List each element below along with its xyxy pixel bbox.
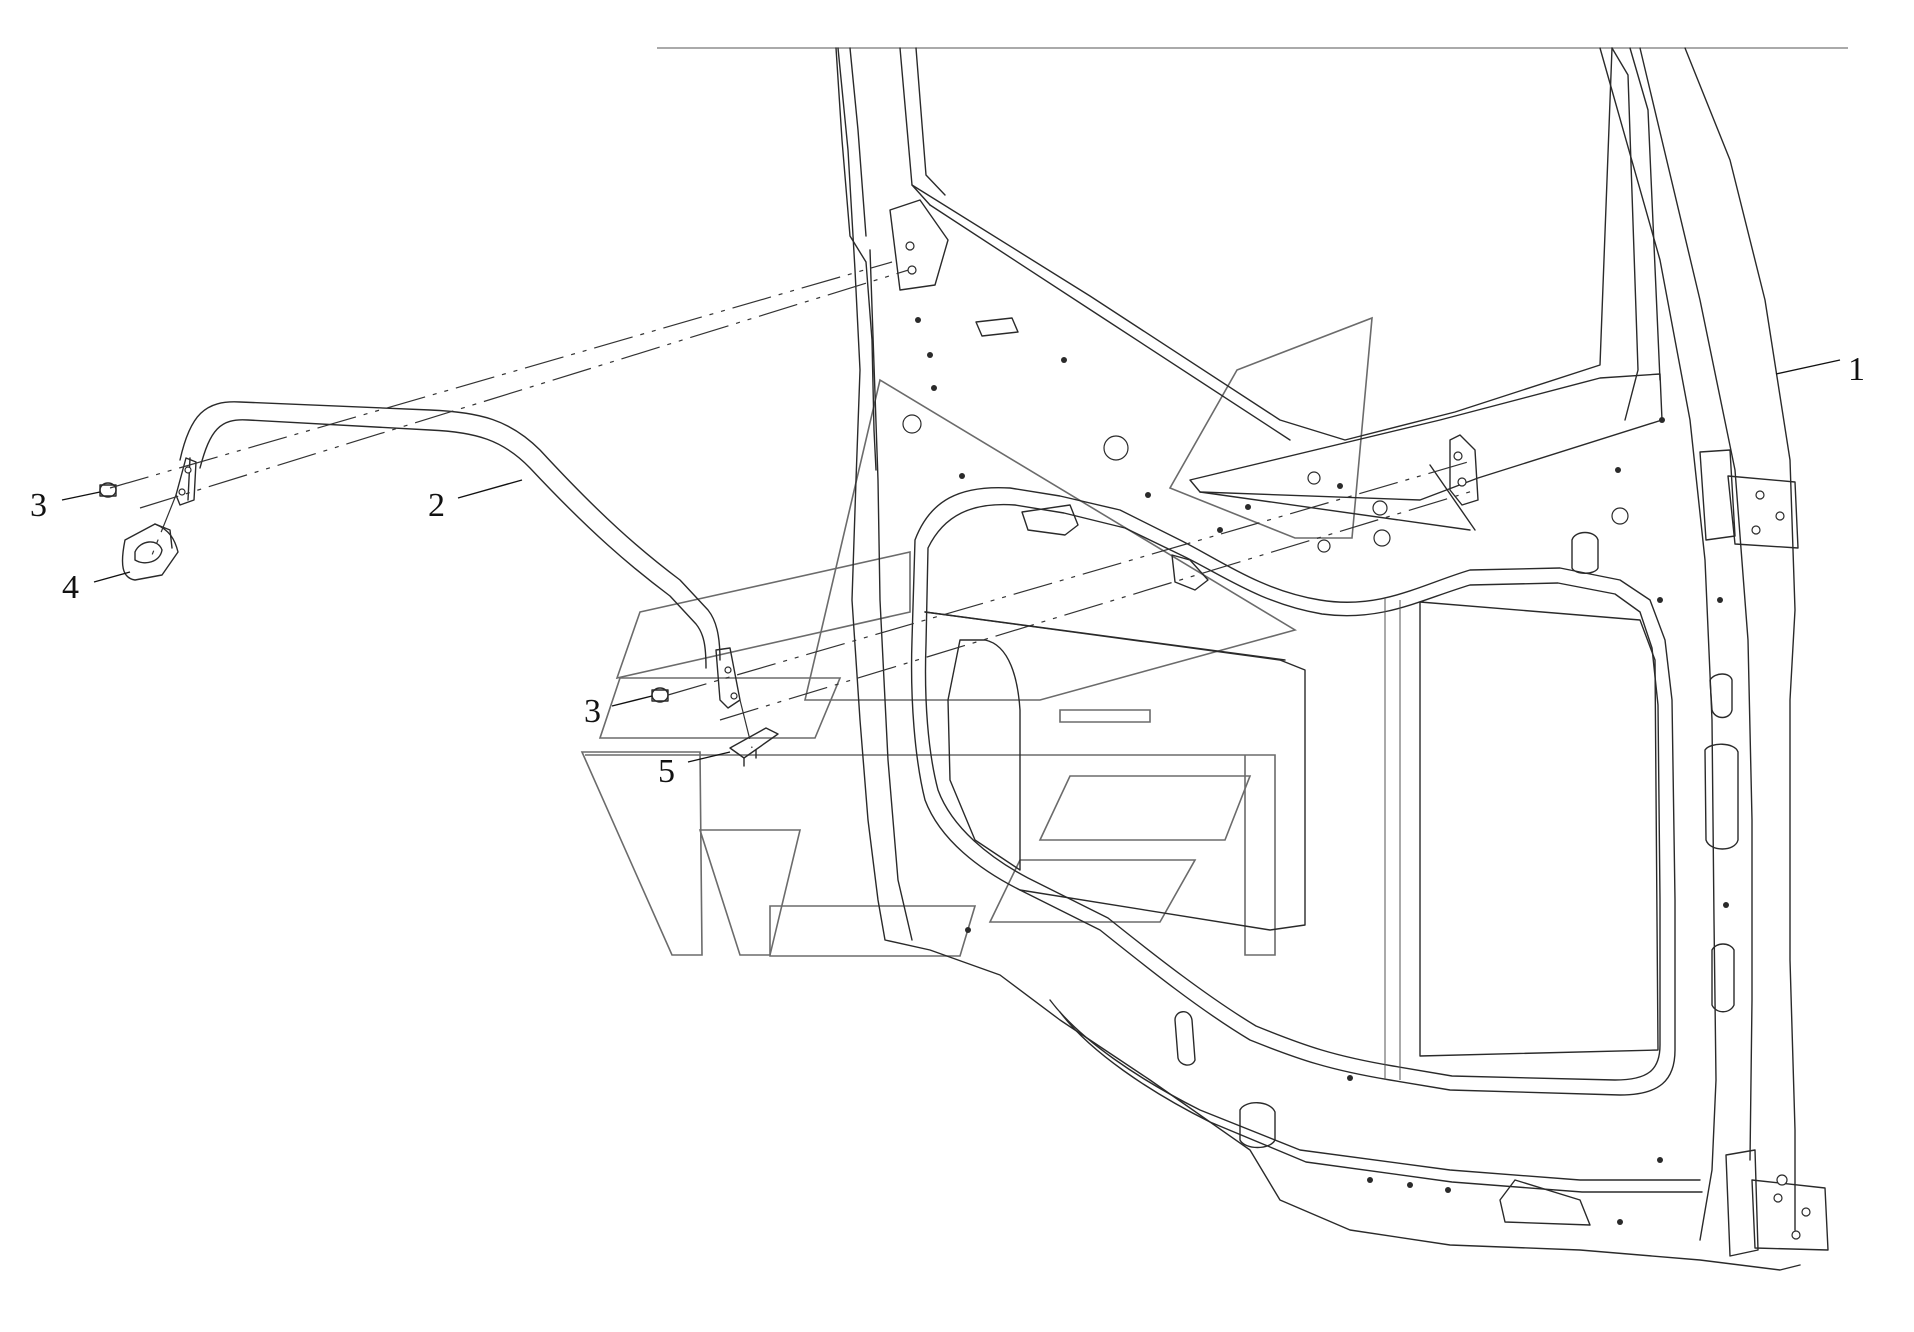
- svg-text:4: 4: [62, 569, 79, 606]
- upper-cover: [121, 523, 179, 581]
- callout-2: 2: [428, 479, 523, 524]
- callout-4: 4: [62, 569, 131, 606]
- svg-text:2: 2: [428, 487, 445, 524]
- callout-3-lower: 3: [584, 693, 653, 730]
- bolt-upper: [99, 482, 117, 498]
- lower-hinge: [1725, 1149, 1829, 1257]
- watermark-logo: [580, 316, 1373, 957]
- callout-5: 5: [658, 751, 731, 790]
- upper-hinge: [1699, 449, 1799, 549]
- svg-text:1: 1: [1848, 351, 1865, 388]
- svg-text:3: 3: [584, 693, 601, 730]
- grab-handle: [175, 401, 741, 709]
- assembly-lines: [109, 261, 1477, 749]
- svg-text:5: 5: [658, 753, 675, 790]
- callout-1: 1: [1775, 351, 1865, 388]
- svg-text:3: 3: [30, 487, 47, 524]
- door-frame: [835, 47, 1801, 1271]
- bolt-lower: [651, 687, 669, 703]
- lower-cover: [729, 727, 779, 767]
- callout-3-upper: 3: [30, 487, 101, 524]
